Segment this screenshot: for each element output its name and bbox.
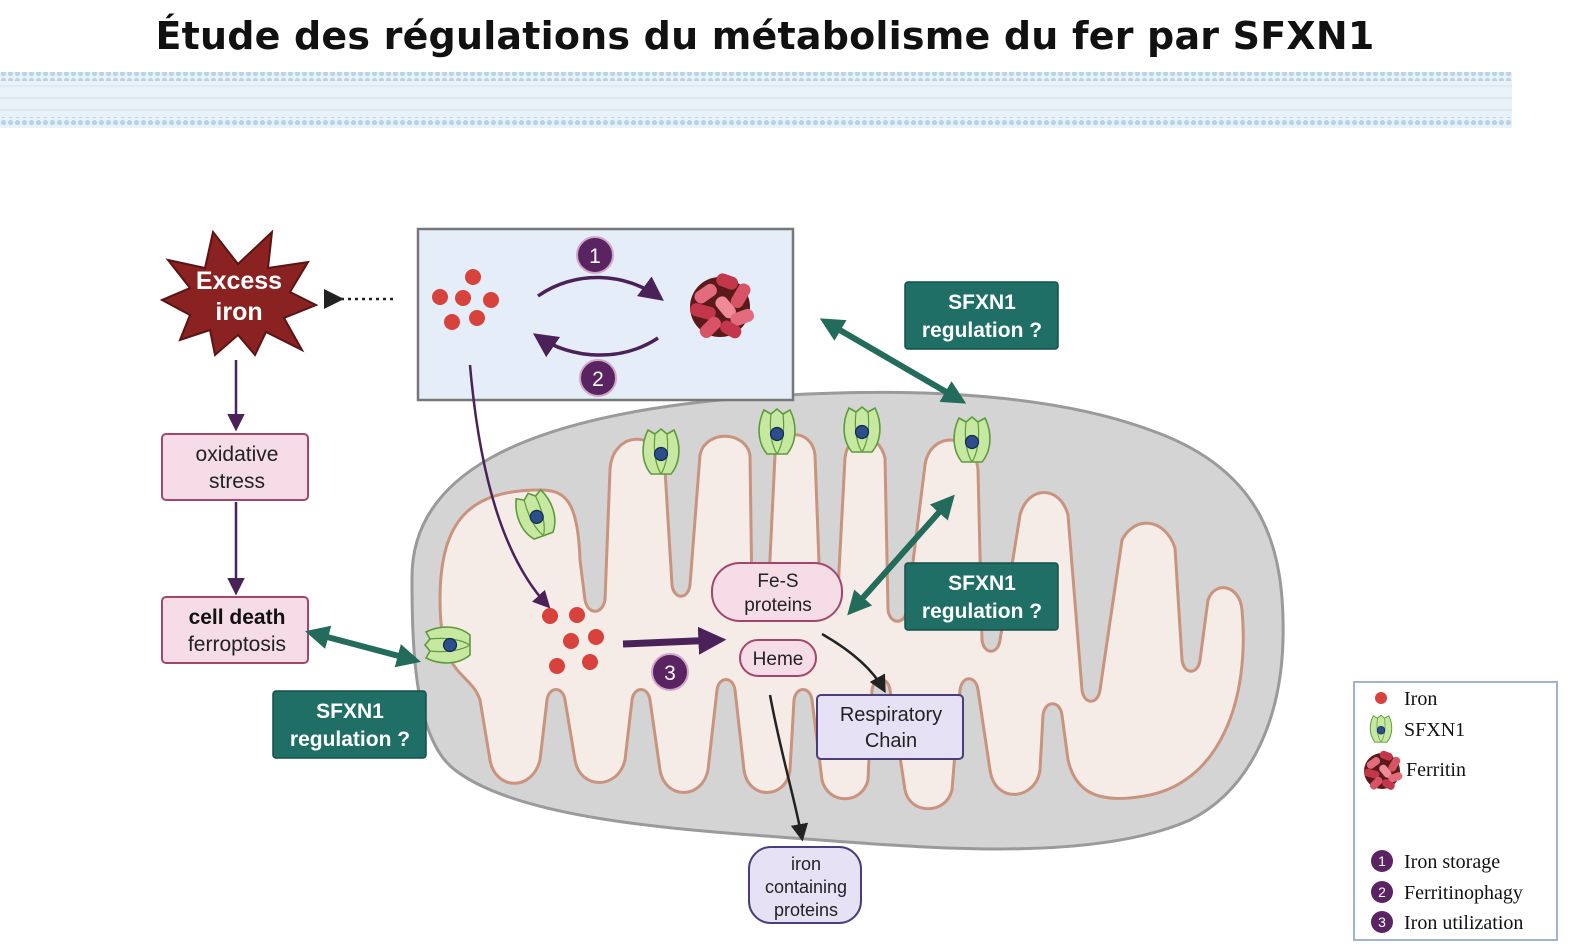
svg-text:iron: iron — [215, 298, 262, 326]
svg-text:Fe-S: Fe-S — [757, 571, 798, 592]
step-badge-3: 3 — [651, 653, 689, 691]
svg-text:1: 1 — [1378, 853, 1386, 869]
legend-badge-2 — [1371, 881, 1393, 903]
svg-text:regulation ?: regulation ? — [922, 319, 1042, 342]
svg-text:3: 3 — [1378, 914, 1386, 930]
legend-badge-1 — [1371, 850, 1393, 872]
step-badge-1: 1 — [576, 236, 614, 274]
teal-arrow-ferroptosis — [305, 625, 421, 668]
sfxn1-icon — [424, 626, 471, 664]
iron-legend-icon — [1375, 692, 1387, 704]
svg-text:Iron utilization: Iron utilization — [1404, 912, 1523, 934]
arrow-iron-storage — [536, 275, 664, 301]
svg-text:regulation ?: regulation ? — [290, 728, 410, 751]
cell-death-box: cell death ferroptosis — [161, 596, 309, 664]
heme-node: Heme — [739, 639, 817, 677]
legend-badge-3 — [1371, 911, 1393, 933]
svg-text:ferroptosis: ferroptosis — [188, 633, 286, 656]
sfxn1-regulation-box: SFXN1 regulation ? — [904, 562, 1059, 631]
page-title: Étude des régulations du métabolisme du … — [155, 14, 1375, 58]
arrow-to-respiratory-chain — [821, 632, 886, 694]
sfxn1-icon — [953, 416, 991, 463]
sfxn1-icon — [758, 408, 796, 455]
sfxn1-icon — [642, 428, 680, 475]
mitochondrion — [410, 390, 1285, 851]
svg-text:Ferritinophagy: Ferritinophagy — [1404, 882, 1523, 904]
svg-text:SFXN1: SFXN1 — [316, 700, 384, 723]
fe-s-proteins-node: Fe-S proteins — [711, 562, 843, 622]
svg-text:proteins: proteins — [744, 595, 812, 616]
svg-text:proteins: proteins — [774, 900, 838, 920]
teal-arrow-ferritin — [819, 318, 967, 404]
sfxn1-icon — [843, 406, 881, 453]
svg-text:2: 2 — [592, 368, 604, 391]
svg-text:oxidative: oxidative — [196, 443, 279, 466]
svg-text:regulation ?: regulation ? — [922, 600, 1042, 623]
svg-text:stress: stress — [209, 470, 265, 493]
sfxn1-regulation-box: SFXN1 regulation ? — [272, 690, 427, 759]
free-iron-cluster — [432, 269, 499, 330]
svg-text:Chain: Chain — [865, 730, 917, 752]
svg-text:Excess: Excess — [196, 267, 282, 295]
svg-text:Ferritin: Ferritin — [1406, 759, 1466, 781]
arrow-ferritinophagy — [532, 333, 659, 358]
arrow-iron-utilization — [622, 626, 727, 655]
svg-text:SFXN1: SFXN1 — [948, 572, 1016, 595]
arrow-to-iron-proteins — [768, 694, 809, 842]
legend: Iron SFXN1 Ferritin 1 Iron storage 2 Fer… — [1353, 681, 1558, 941]
svg-text:Heme: Heme — [753, 649, 804, 670]
svg-text:containing: containing — [765, 877, 847, 897]
oxidative-stress-box: oxidative stress — [161, 433, 309, 501]
respiratory-chain-box: Respiratory Chain — [816, 694, 964, 760]
svg-text:Respiratory: Respiratory — [840, 704, 942, 726]
sfxn1-legend-icon — [1369, 714, 1393, 743]
mitochondrial-iron-cluster — [542, 607, 604, 674]
iron-containing-proteins-node: iron containing proteins — [748, 846, 862, 924]
arrow-iron-import — [468, 364, 551, 609]
excess-iron-star: Excess iron — [159, 229, 319, 357]
svg-text:2: 2 — [1378, 884, 1386, 900]
svg-text:Iron storage: Iron storage — [1404, 851, 1500, 873]
svg-text:iron: iron — [791, 854, 821, 874]
svg-text:1: 1 — [589, 245, 601, 268]
sfxn1-regulation-box: SFXN1 regulation ? — [904, 281, 1059, 350]
svg-text:3: 3 — [664, 662, 676, 685]
svg-text:cell death: cell death — [189, 606, 286, 629]
membrane-band — [0, 72, 1512, 128]
teal-arrow-fes — [847, 494, 955, 616]
svg-text:Iron: Iron — [1404, 688, 1437, 710]
svg-text:SFXN1: SFXN1 — [1404, 719, 1465, 741]
step-badge-2: 2 — [579, 359, 617, 397]
svg-text:SFXN1: SFXN1 — [948, 291, 1016, 314]
